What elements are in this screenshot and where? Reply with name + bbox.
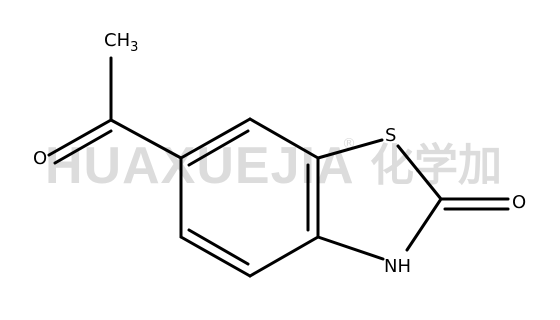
bond-ring-5: [179, 235, 252, 278]
atom-labels: CH3 O S O NH: [33, 30, 526, 277]
bond-ring-1: [179, 117, 252, 160]
bond-acetyl-ring: [109, 118, 183, 160]
atom-methyl-label: CH3: [104, 30, 138, 55]
bond-c7a-s: [316, 138, 384, 160]
bond-ring-5-inner: [187, 228, 250, 266]
bond-ring-1-inner: [187, 129, 250, 167]
atom-methyl-ch: CH: [104, 30, 130, 51]
bond-carbonyl-outer: [47, 118, 113, 157]
watermark: HUAXUEJIA ® 化学加: [45, 136, 502, 195]
atom-sulfur: S: [385, 125, 396, 146]
watermark-cjk: 化学加: [370, 140, 502, 191]
atom-carbonyl-oxygen: O: [33, 148, 47, 169]
bond-s-c2: [396, 144, 443, 201]
bonds: [47, 56, 510, 278]
bond-n-c3a: [316, 235, 385, 261]
bond-ring-2: [248, 117, 320, 160]
bond-c2-n: [405, 197, 443, 252]
atom-ring-oxygen: O: [512, 192, 526, 213]
atom-methyl-subscript: 3: [130, 40, 138, 55]
bond-carbonyl-inner: [53, 129, 113, 165]
bond-ring-4: [248, 235, 320, 278]
atom-nh: NH: [384, 256, 411, 277]
